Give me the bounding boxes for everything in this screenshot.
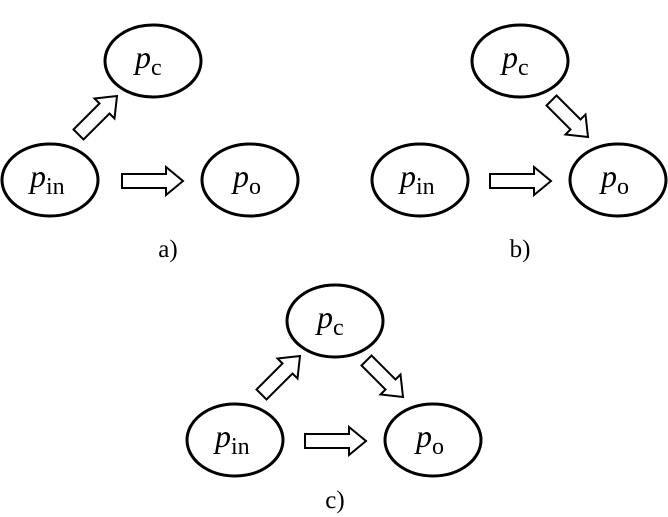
node-pc-subscript: c (518, 55, 529, 81)
arrow-pin-to-po (121, 164, 185, 198)
node-pc (285, 283, 385, 359)
node-pin-symbol: p (28, 158, 46, 194)
node-po (568, 142, 668, 218)
arrow-pin-to-pc (255, 354, 302, 401)
node-po (200, 142, 300, 218)
node-po-subscript: o (249, 174, 261, 200)
panel-c: pc pin po c) (185, 283, 483, 514)
node-pin-symbol: p (398, 158, 416, 194)
node-po-symbol: p (599, 158, 617, 194)
arrow-pc-to-po (545, 94, 590, 139)
node-pin (0, 142, 100, 218)
arrow-pin-to-po (304, 424, 368, 458)
node-pc-label: pc (315, 299, 344, 341)
node-pin-subscript: in (46, 174, 65, 200)
node-pin-symbol: p (213, 418, 231, 454)
panel-b: pc pin po b) (370, 23, 668, 263)
node-po-subscript: o (617, 174, 629, 200)
node-pc (470, 23, 570, 99)
node-pc-symbol: p (500, 39, 518, 75)
arrow-pc-to-po (360, 354, 405, 399)
node-po-label: po (231, 158, 261, 200)
node-pc-label: pc (133, 39, 162, 81)
node-po-subscript: o (432, 434, 444, 460)
node-pc-subscript: c (333, 315, 344, 341)
panel-a: pc pin po a) (0, 23, 300, 263)
node-pin-subscript: in (416, 174, 435, 200)
node-pin (370, 142, 470, 218)
caption-b: b) (510, 236, 531, 263)
node-po-label: po (599, 158, 629, 200)
caption-a: a) (158, 236, 177, 263)
caption-c: c) (325, 487, 344, 514)
node-pin-label: pin (398, 158, 435, 200)
node-pin (185, 402, 285, 478)
node-po-symbol: p (231, 158, 249, 194)
node-pin-label: pin (28, 158, 65, 200)
node-pin-subscript: in (231, 434, 250, 460)
node-po-symbol: p (414, 418, 432, 454)
node-pc-symbol: p (315, 299, 333, 335)
node-pc-symbol: p (133, 39, 151, 75)
node-pc-subscript: c (151, 55, 162, 81)
arrow-pin-to-po (489, 164, 553, 198)
node-pc (103, 23, 203, 99)
node-pin-label: pin (213, 418, 250, 460)
node-po (383, 402, 483, 478)
node-pc-label: pc (500, 39, 529, 81)
arrow-pin-to-pc (72, 94, 119, 141)
node-po-label: po (414, 418, 444, 460)
